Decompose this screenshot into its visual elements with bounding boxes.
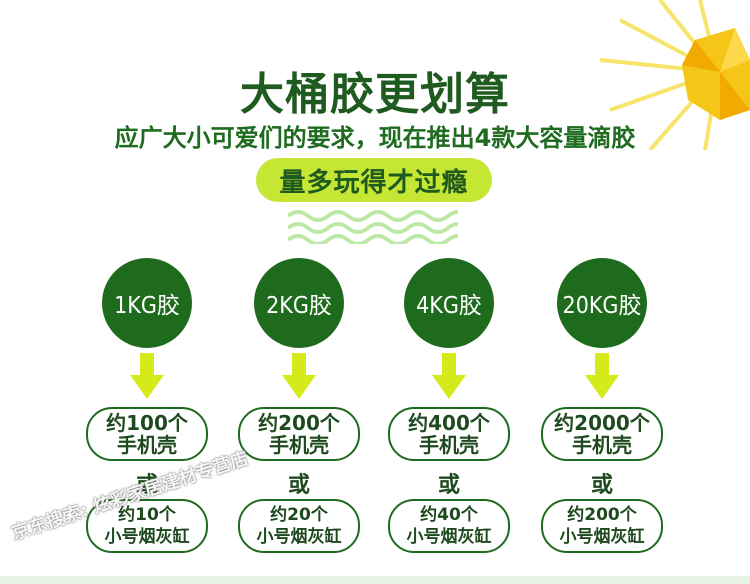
phone-case-estimate: 约200个 手机壳 xyxy=(238,407,360,461)
or-label: 或 xyxy=(590,473,613,498)
estimate-count: 约200个 xyxy=(567,505,637,525)
phone-case-estimate: 约100个 手机壳 xyxy=(86,407,208,461)
estimate-item: 小号烟灰缸 xyxy=(559,527,645,547)
size-circle: 4KG胶 xyxy=(404,258,494,348)
page-subtitle: 应广大小可爱们的要求，现在推出4款大容量滴胶 xyxy=(114,124,636,152)
estimate-count: 约400个 xyxy=(408,411,490,435)
product-column-1kg: 1KG胶 约100个 手机壳 或 约10个 小号烟灰缸 xyxy=(82,258,212,553)
estimate-item: 手机壳 xyxy=(117,433,177,457)
or-label: 或 xyxy=(437,473,460,498)
estimate-item: 手机壳 xyxy=(572,433,632,457)
phone-case-estimate: 约400个 手机壳 xyxy=(388,407,510,461)
size-circle: 2KG胶 xyxy=(254,258,344,348)
estimate-count: 约20个 xyxy=(270,505,328,525)
estimate-item: 小号烟灰缸 xyxy=(104,527,190,547)
ashtray-estimate: 约40个 小号烟灰缸 xyxy=(388,499,510,553)
phone-case-estimate: 约2000个 手机壳 xyxy=(541,407,663,461)
estimate-count: 约200个 xyxy=(258,411,340,435)
product-column-4kg: 4KG胶 约400个 手机壳 或 约40个 小号烟灰缸 xyxy=(384,258,514,553)
ashtray-estimate: 约200个 小号烟灰缸 xyxy=(541,499,663,553)
wave-decoration xyxy=(288,210,458,244)
or-label: 或 xyxy=(287,473,310,498)
estimate-item: 小号烟灰缸 xyxy=(256,527,342,547)
down-arrow-icon xyxy=(432,353,466,399)
product-column-20kg: 20KG胶 约2000个 手机壳 或 约200个 小号烟灰缸 xyxy=(537,258,667,553)
size-circle: 1KG胶 xyxy=(102,258,192,348)
sun-decoration xyxy=(600,0,750,150)
estimate-count: 约2000个 xyxy=(554,411,650,435)
down-arrow-icon xyxy=(282,353,316,399)
estimate-count: 约10个 xyxy=(118,505,176,525)
ashtray-estimate: 约20个 小号烟灰缸 xyxy=(238,499,360,553)
estimate-item: 手机壳 xyxy=(269,433,329,457)
estimate-item: 手机壳 xyxy=(419,433,479,457)
bottom-divider xyxy=(0,576,750,584)
size-circle: 20KG胶 xyxy=(557,258,647,348)
or-label: 或 xyxy=(135,473,158,498)
promo-badge: 量多玩得才过瘾 xyxy=(256,158,492,202)
down-arrow-icon xyxy=(130,353,164,399)
ashtray-estimate: 约10个 小号烟灰缸 xyxy=(86,499,208,553)
estimate-count: 约40个 xyxy=(420,505,478,525)
estimate-count: 约100个 xyxy=(106,411,188,435)
down-arrow-icon xyxy=(585,353,619,399)
estimate-item: 小号烟灰缸 xyxy=(406,527,492,547)
page-title: 大桶胶更划算 xyxy=(240,69,510,120)
product-column-2kg: 2KG胶 约200个 手机壳 或 约20个 小号烟灰缸 xyxy=(234,258,364,553)
